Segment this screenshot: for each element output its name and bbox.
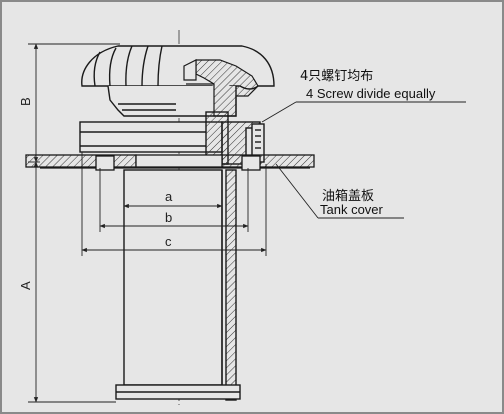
dim-label-c: c xyxy=(165,234,172,249)
tank-callout-cn: 油箱盖板 xyxy=(322,188,374,204)
screw-callout-cn: 4只螺钉均布 xyxy=(300,69,373,84)
tank-cover-plate xyxy=(25,154,315,171)
dim-label-B: B xyxy=(18,97,33,106)
dim-label-A: A xyxy=(18,281,33,290)
tank-callout-en: Tank cover xyxy=(320,202,384,217)
screw-callout-en: 4 Screw divide equally xyxy=(306,86,436,101)
leader-lines xyxy=(261,101,466,219)
dim-label-a: a xyxy=(165,189,173,204)
star-knob xyxy=(81,45,275,117)
dimension-lines xyxy=(28,43,267,403)
cap-body xyxy=(79,111,265,165)
dim-label-b: b xyxy=(165,210,172,225)
strainer-tube xyxy=(115,169,241,401)
knob-section xyxy=(183,59,259,117)
